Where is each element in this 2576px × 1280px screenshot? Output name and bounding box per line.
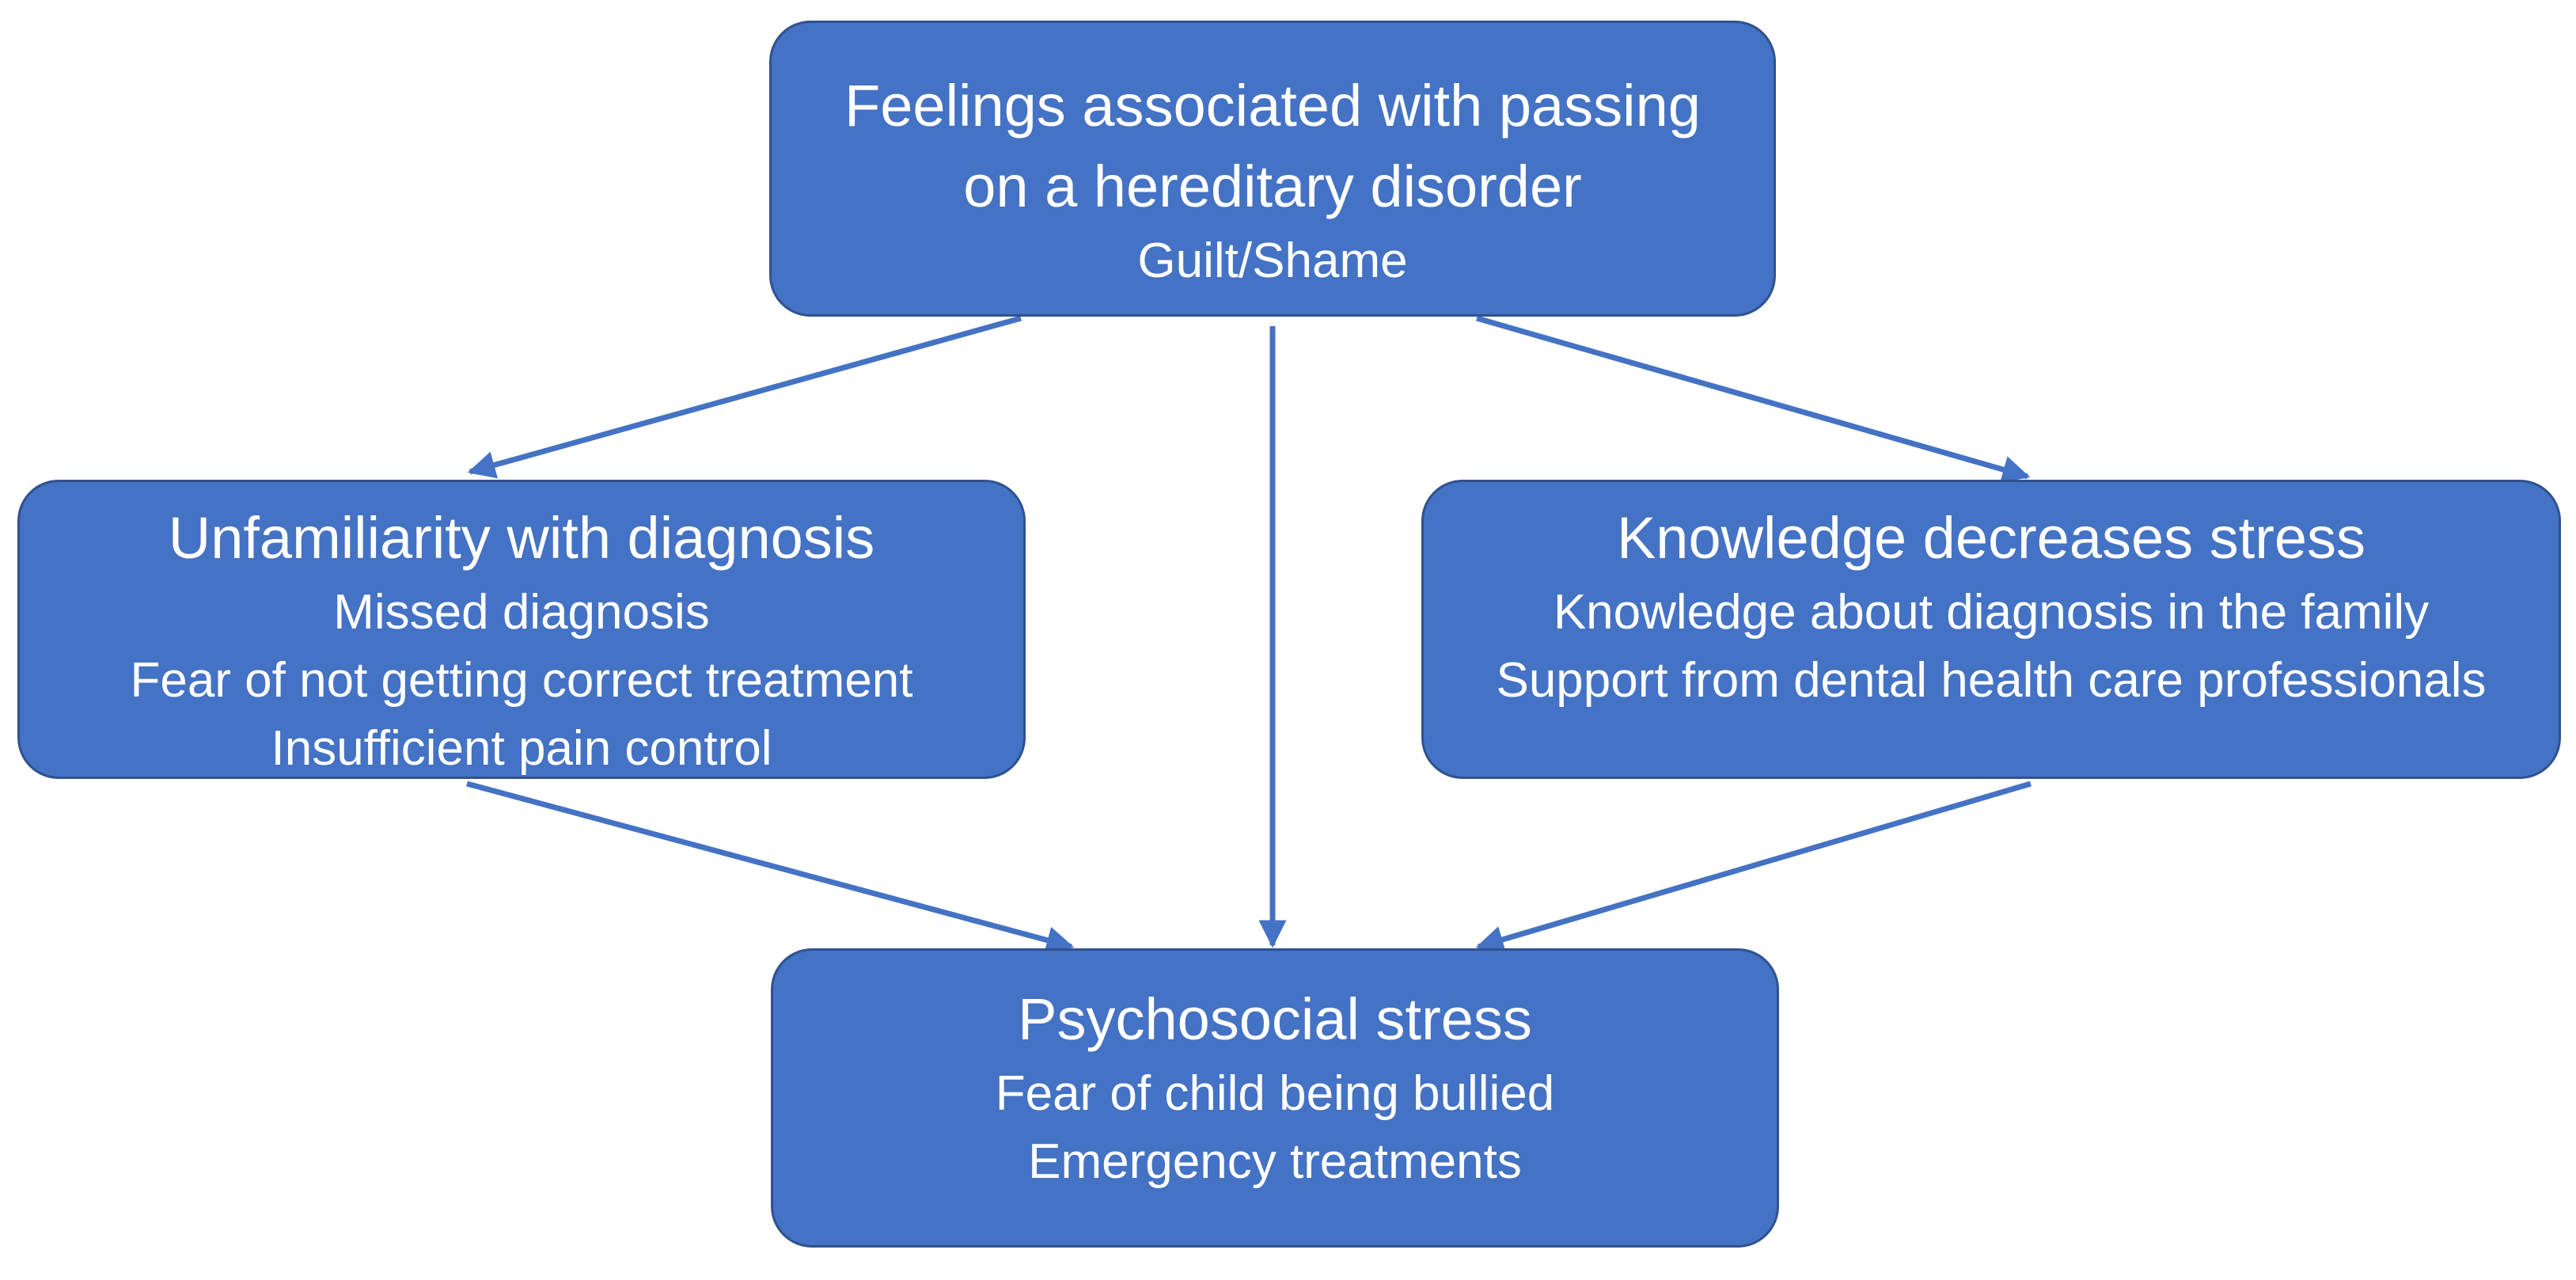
node-item: Support from dental health care professi… (1496, 653, 2487, 708)
node-item: Fear of child being bullied (995, 1066, 1555, 1121)
node-item: Fear of not getting correct treatment (130, 653, 913, 708)
node-item: Knowledge about diagnosis in the family (1553, 585, 2430, 640)
node-title: Knowledge decreases stress (1616, 505, 2366, 571)
node-knowledge: Knowledge decreases stress Knowledge abo… (1421, 480, 2561, 779)
node-item: Guilt/Shame (1137, 234, 1408, 288)
node-unfamiliarity: Unfamiliarity with diagnosis Missed diag… (17, 480, 1026, 779)
node-title: Psychosocial stress (1018, 986, 1532, 1052)
arrow-right-to-bottom (1475, 781, 2032, 953)
arrow-top-to-left (467, 315, 1022, 479)
arrow-left-to-bottom (466, 781, 1075, 954)
node-hereditary-feelings: Feelings associated with passing on a he… (769, 21, 1776, 317)
arrow-top-to-right (1476, 315, 2031, 484)
node-item: Emergency treatments (1028, 1134, 1522, 1189)
node-item: Missed diagnosis (333, 585, 710, 640)
node-title: Feelings associated with passing on a he… (844, 73, 1701, 219)
node-psychosocial-stress: Psychosocial stress Fear of child being … (771, 948, 1779, 1248)
node-title: Unfamiliarity with diagnosis (168, 505, 875, 571)
node-item: Insufficient pain control (271, 721, 772, 776)
